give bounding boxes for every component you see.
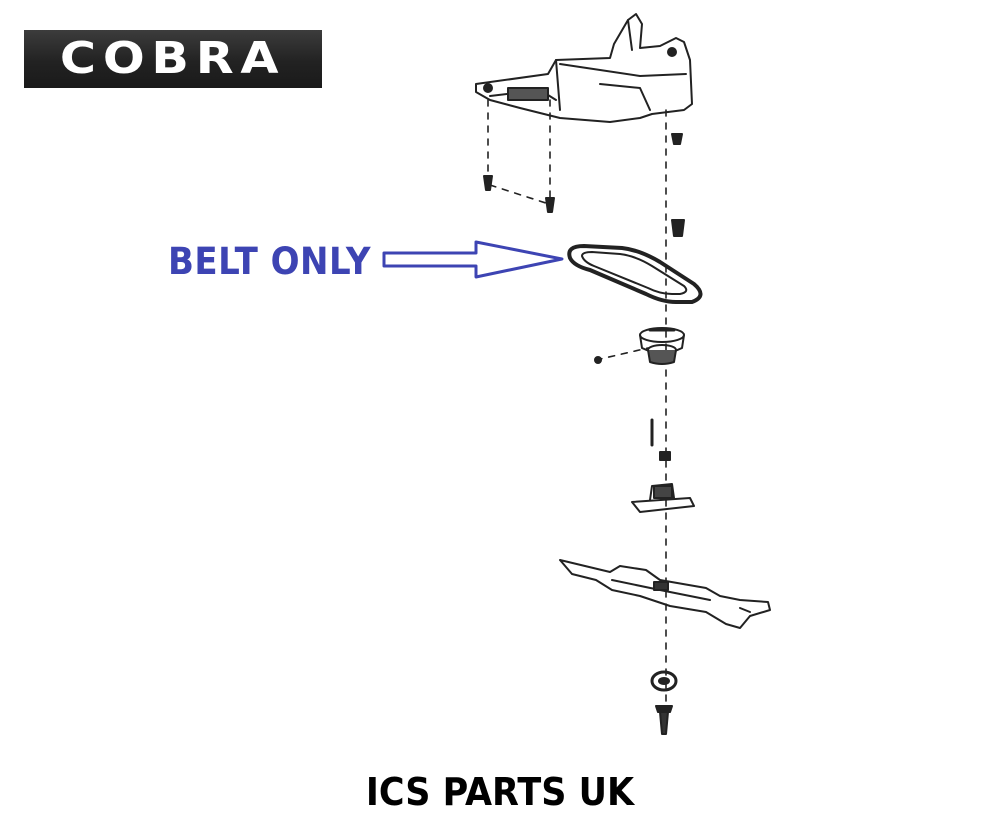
bolt-icon <box>655 705 673 735</box>
footer-text: ICS PARTS UK <box>365 770 635 814</box>
pulley-icon <box>594 327 685 365</box>
assembly-axis-lines <box>487 99 667 726</box>
cobra-logo: COBRA <box>24 30 322 88</box>
belt-only-label: BELT ONLY <box>168 240 371 283</box>
cutting-blade-icon <box>559 559 771 629</box>
blade-holder-icon <box>631 483 695 513</box>
callout-arrow-icon <box>382 240 564 279</box>
pin-icon <box>650 418 671 461</box>
drive-belt-icon <box>567 244 703 304</box>
housing-bracket-icon <box>475 13 693 123</box>
washer-icon <box>650 670 678 692</box>
logo-text: COBRA <box>60 33 286 84</box>
screw-icon <box>483 133 685 237</box>
